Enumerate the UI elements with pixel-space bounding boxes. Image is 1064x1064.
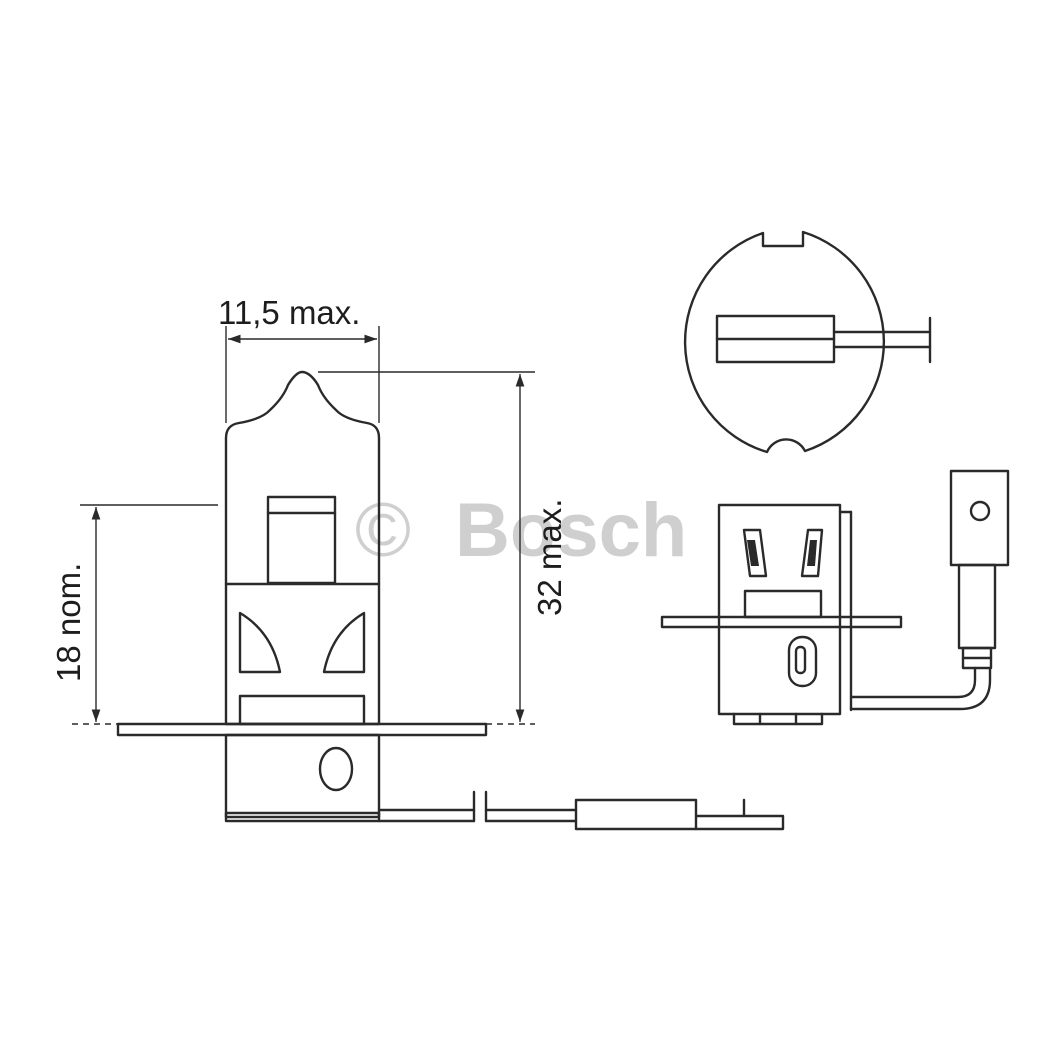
base-rivet-hole — [318, 746, 354, 792]
slot-right-fill — [807, 540, 817, 566]
watermark: © Bosch — [355, 488, 687, 573]
connector-rivet — [787, 635, 818, 688]
connector-slot-left — [742, 528, 768, 578]
connector-inner-block — [743, 589, 823, 619]
plug-body — [949, 469, 1010, 567]
reflector-wedge-right — [322, 611, 366, 674]
connector-wire-inner — [849, 666, 992, 711]
connector-slot-right — [800, 528, 824, 578]
connector-housing — [717, 503, 842, 716]
connector-flange — [660, 615, 903, 629]
connector-rivet-inner — [794, 645, 807, 675]
height-dimension-label: 32 max. — [531, 499, 568, 616]
connector-wire-outer — [849, 666, 977, 699]
bulb-connector-view — [660, 469, 1010, 726]
connector-bottom-tabs — [732, 712, 824, 726]
base-bottom-plate — [224, 811, 381, 823]
wire-connector-sleeve — [574, 798, 698, 831]
plug-neck — [957, 563, 997, 650]
base-circle-outline — [683, 230, 886, 454]
plug-hole — [969, 500, 991, 522]
bulb-side-view: 11,5 max. 32 max. 18 nom. — [50, 294, 785, 831]
spade-terminal — [694, 814, 785, 831]
bulb-top-view — [683, 230, 932, 454]
reflector-wedge-left — [238, 611, 282, 674]
filament-shield — [266, 495, 337, 585]
width-dimension-label: 11,5 max. — [218, 294, 360, 331]
watermark-brand: Bosch — [455, 488, 687, 573]
light-center-dimension-label: 18 nom. — [50, 563, 87, 682]
watermark-copyright-symbol: © — [355, 488, 411, 573]
glass-bulb-outline — [224, 370, 381, 586]
slot-left-fill — [747, 540, 759, 566]
base-inner-band — [238, 694, 366, 726]
lower-base — [224, 733, 381, 819]
mounting-flange — [116, 722, 488, 737]
bulb-base — [224, 582, 381, 726]
